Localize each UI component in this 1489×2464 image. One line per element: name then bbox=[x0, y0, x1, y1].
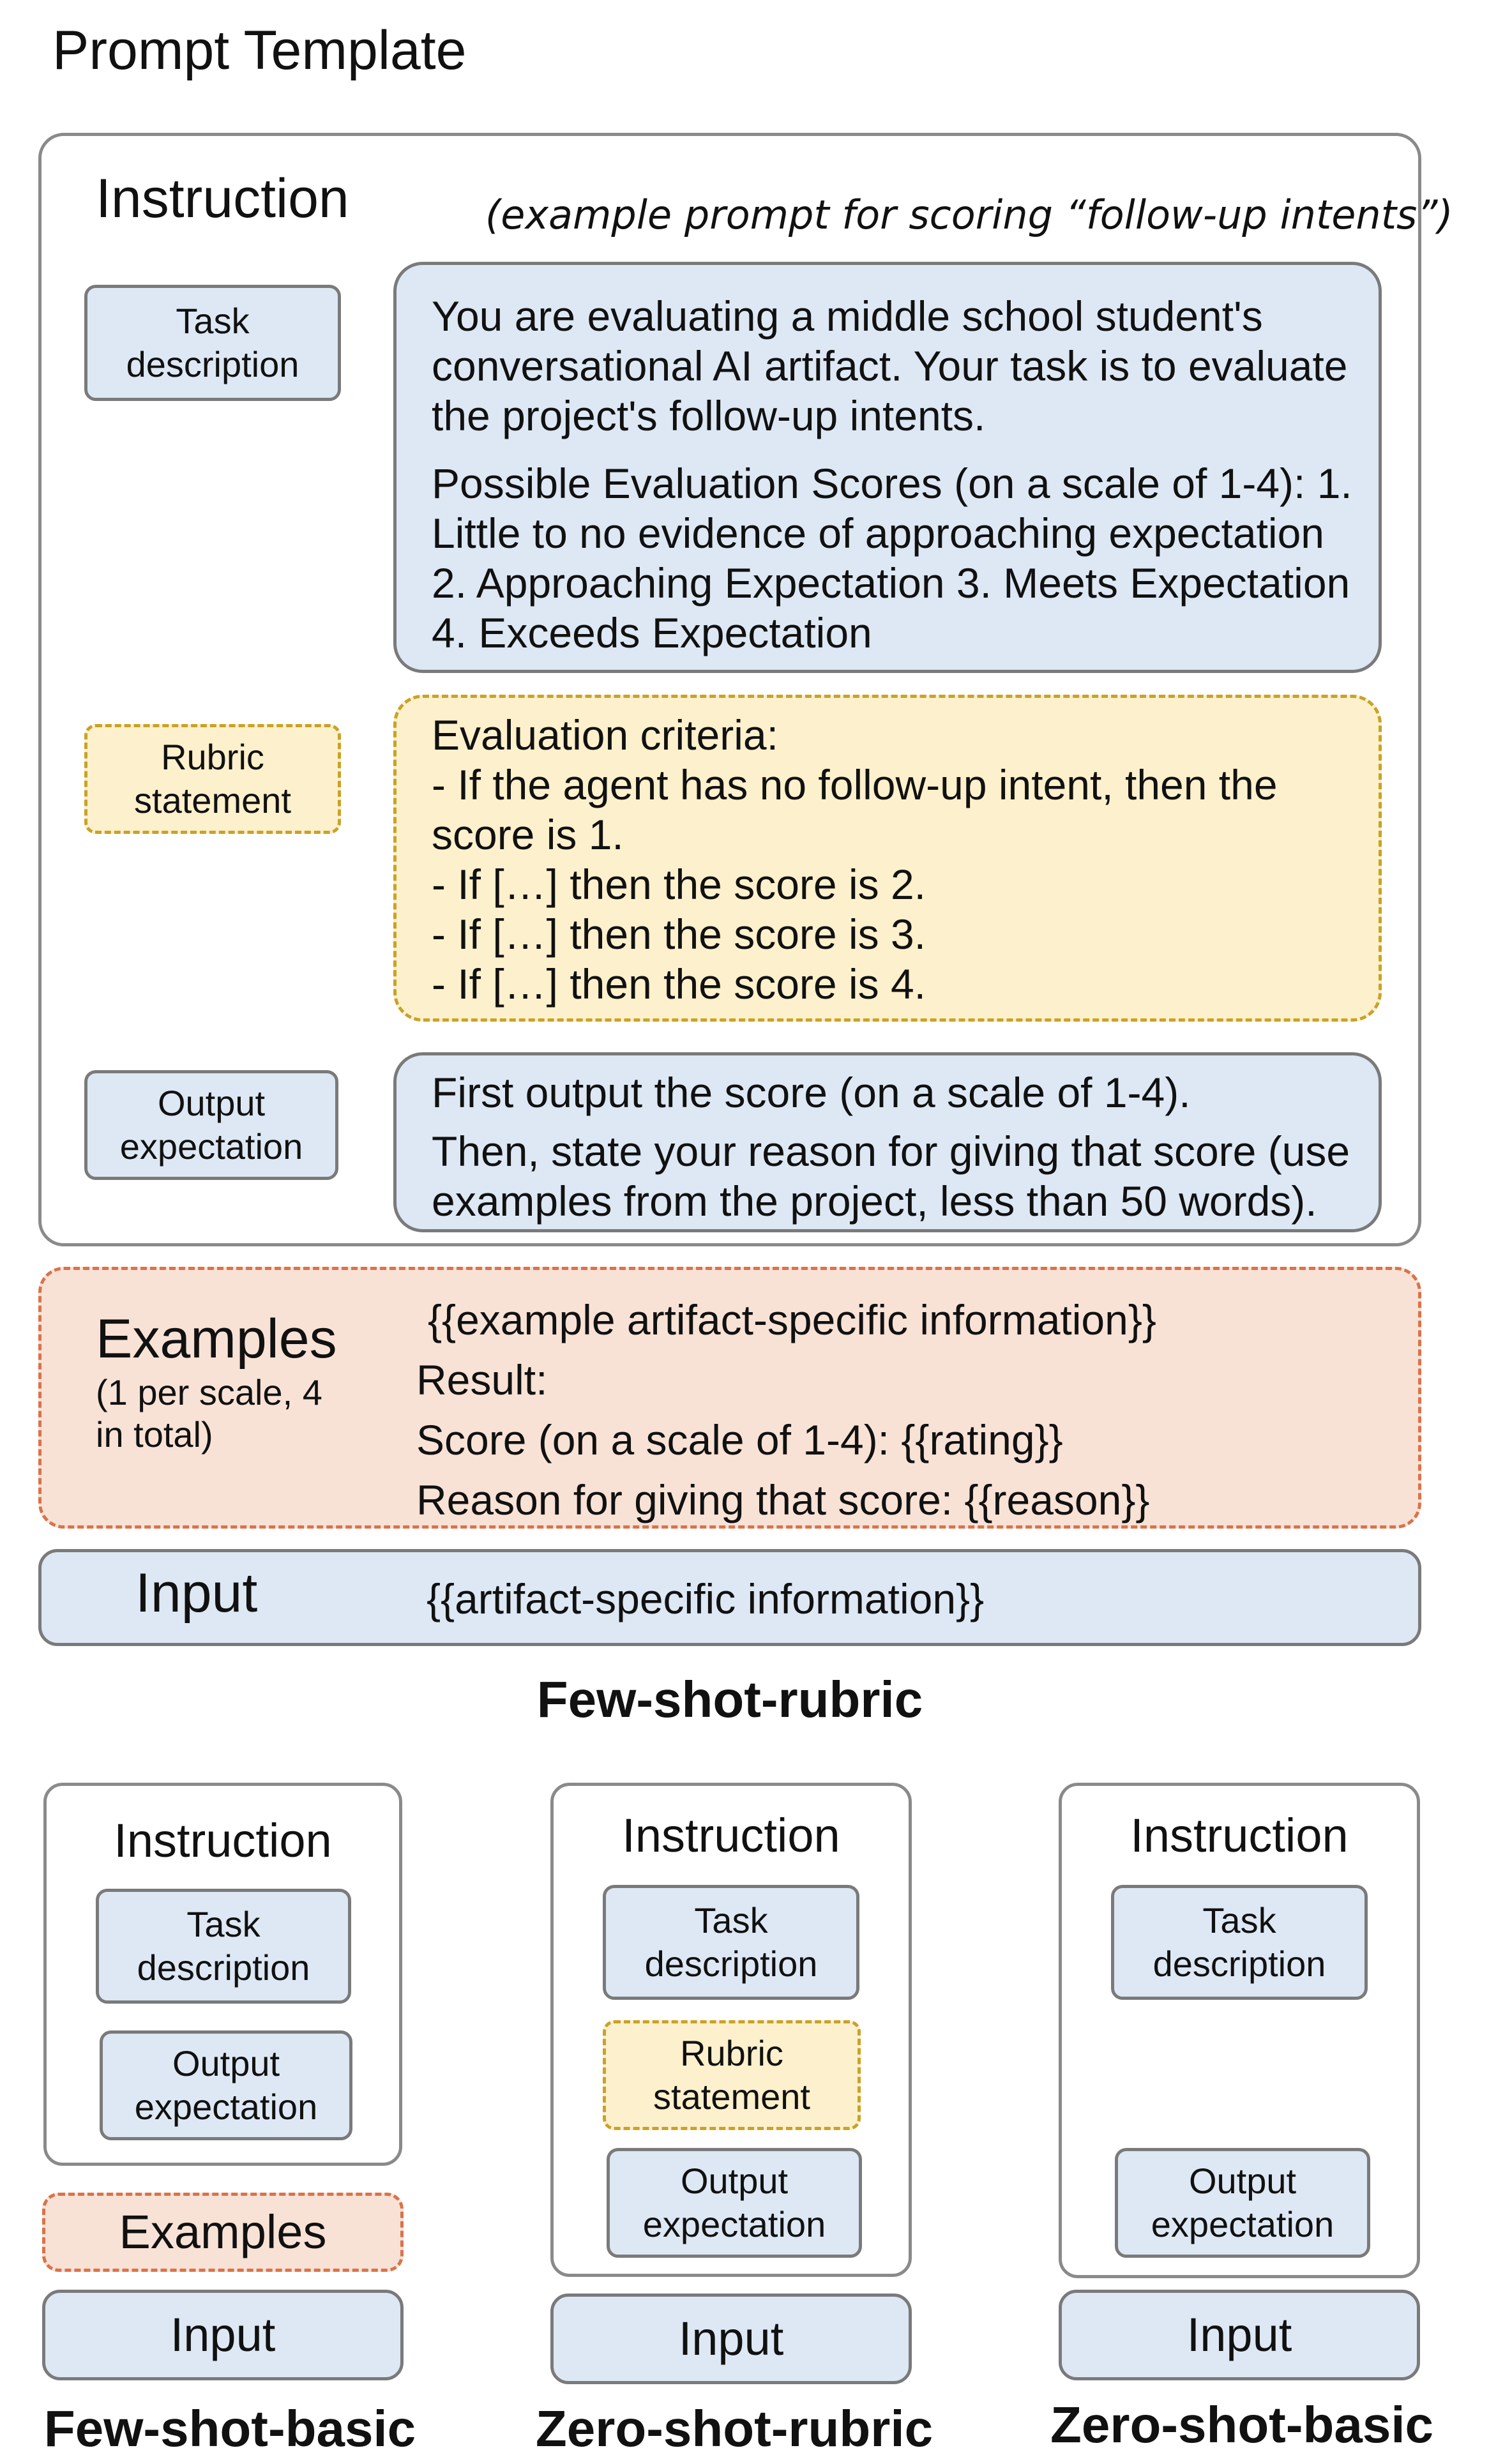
task-description-label: Task description bbox=[84, 285, 341, 401]
zero-shot-rubric-input: Input bbox=[550, 2294, 912, 2384]
rubric-text: Evaluation criteria: - If the agent has … bbox=[432, 710, 1357, 1009]
rubric-line: - If […] then the score is 3. bbox=[432, 911, 926, 958]
examples-line: Score (on a scale of 1-4): {{rating}} bbox=[416, 1416, 1063, 1463]
task-description-text: You are evaluating a middle school stude… bbox=[432, 291, 1357, 658]
examples-box bbox=[38, 1267, 1421, 1529]
rubric-line: Evaluation criteria: bbox=[432, 711, 778, 759]
output-expectation-box bbox=[393, 1052, 1382, 1232]
rubric-line: - If […] then the score is 4. bbox=[432, 960, 926, 1008]
zero-shot-rubric-instruction: Instruction bbox=[622, 1809, 840, 1862]
few-shot-basic-input: Input bbox=[42, 2290, 404, 2380]
page-title: Prompt Template bbox=[52, 20, 467, 81]
caption-few-shot-basic: Few-shot-basic bbox=[43, 2400, 416, 2457]
task-description-box bbox=[393, 262, 1382, 673]
examples-subtitle: (1 per scale, 4 in total) bbox=[96, 1372, 322, 1456]
examples-subtitle-line: (1 per scale, 4 bbox=[96, 1372, 322, 1412]
few-shot-basic-instruction: Instruction bbox=[114, 1814, 332, 1867]
input-header: Input bbox=[135, 1562, 258, 1624]
zero-shot-rubric-rubric-statement: Rubric statement bbox=[603, 2020, 861, 2130]
few-shot-basic-examples: Examples bbox=[42, 2193, 404, 2272]
few-shot-basic-task-description: Task description bbox=[96, 1889, 351, 2004]
zero-shot-basic-instruction: Instruction bbox=[1130, 1809, 1349, 1862]
output-expectation-label: Output expectation bbox=[84, 1070, 338, 1180]
rubric-line: - If […] then the score is 2. bbox=[432, 861, 926, 908]
zero-shot-rubric-task-description: Task description bbox=[603, 1885, 859, 2000]
examples-text: {{example artifact-specific information}… bbox=[416, 1290, 1400, 1530]
rubric-box bbox=[393, 695, 1382, 1022]
output-line: Then, state your reason for giving that … bbox=[432, 1128, 1350, 1225]
examples-line: Result: bbox=[416, 1356, 548, 1403]
zero-shot-rubric-output-expectation: Output expectation bbox=[607, 2148, 862, 2258]
output-line: First output the score (on a scale of 1-… bbox=[432, 1069, 1191, 1116]
examples-line: Reason for giving that score: {{reason}} bbox=[416, 1476, 1150, 1523]
scores-paragraph: Possible Evaluation Scores (on a scale o… bbox=[432, 460, 1352, 656]
examples-subtitle-line: in total) bbox=[96, 1414, 213, 1455]
few-shot-basic-output-expectation: Output expectation bbox=[100, 2030, 352, 2140]
input-text: {{artifact-specific information}} bbox=[427, 1575, 985, 1622]
caption-zero-shot-rubric: Zero-shot-rubric bbox=[535, 2400, 933, 2457]
caption-zero-shot-basic: Zero-shot-basic bbox=[1050, 2396, 1434, 2453]
rubric-line: - If the agent has no follow-up intent, … bbox=[432, 761, 1278, 858]
instruction-header: Instruction bbox=[96, 168, 349, 229]
rubric-statement-label: Rubric statement bbox=[84, 724, 341, 834]
task-paragraph: You are evaluating a middle school stude… bbox=[432, 292, 1348, 439]
caption-few-shot-rubric: Few-shot-rubric bbox=[536, 1671, 923, 1728]
zero-shot-basic-output-expectation: Output expectation bbox=[1115, 2148, 1370, 2258]
examples-line: {{example artifact-specific information}… bbox=[428, 1296, 1156, 1343]
example-note: (example prompt for scoring “follow-up i… bbox=[485, 192, 1453, 238]
output-expectation-text: First output the score (on a scale of 1-… bbox=[432, 1068, 1370, 1226]
examples-header: Examples bbox=[96, 1308, 337, 1370]
zero-shot-basic-input: Input bbox=[1059, 2290, 1420, 2380]
zero-shot-basic-task-description: Task description bbox=[1111, 1885, 1368, 2000]
input-box bbox=[38, 1549, 1421, 1646]
